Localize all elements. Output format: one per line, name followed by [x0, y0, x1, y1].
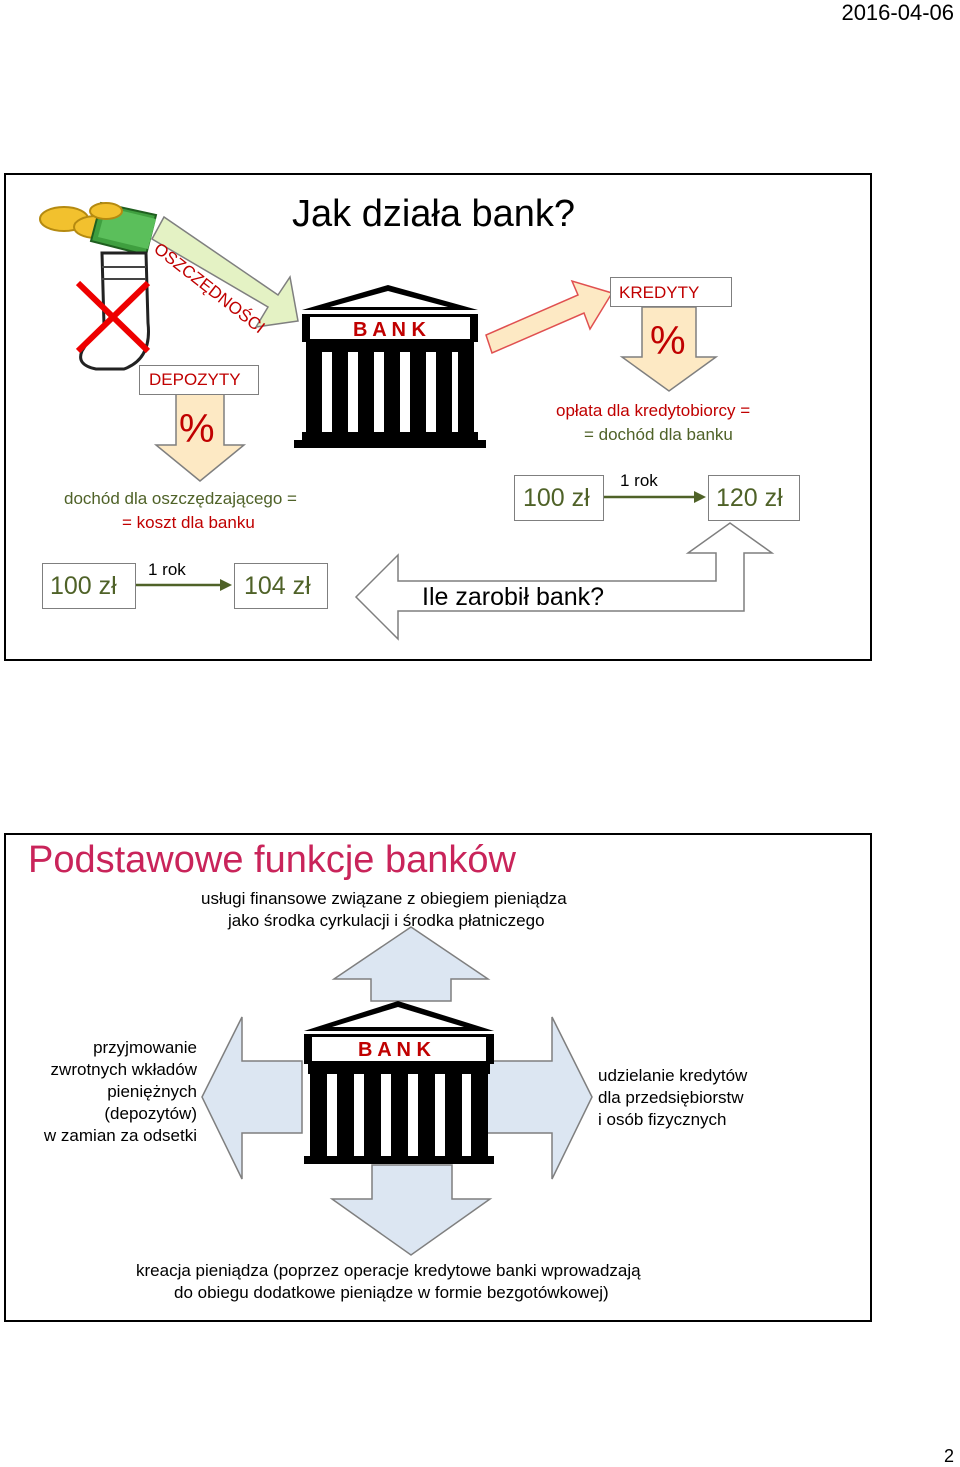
bank-label: B A N K: [358, 1039, 431, 1061]
right-arrow: [485, 1016, 593, 1180]
left-function-text: przyjmowanie zwrotnych wkładów pieniężny…: [6, 1037, 197, 1147]
left-function-line5: w zamian za odsetki: [43, 1126, 197, 1145]
credits-down-arrow: [619, 306, 719, 392]
money-icon: [39, 201, 158, 257]
down-arrow: [329, 1164, 493, 1256]
loan-end-amount: 120 zł: [716, 484, 783, 512]
bank-building-icon: [294, 285, 486, 448]
depositor-income-line2: = koszt dla banku: [122, 513, 255, 532]
right-function-text: udzielanie kredytów dla przedsiębiorstw …: [598, 1065, 747, 1131]
cross-icon: [75, 280, 151, 354]
profit-question: Ile zarobił bank?: [422, 583, 605, 611]
credits-box: KREDYTY: [610, 277, 732, 307]
profit-loop-arrow: [354, 522, 775, 641]
left-function-line4: (depozytów): [104, 1104, 197, 1123]
top-function-line1: usługi finansowe związane z obiegiem pie…: [201, 889, 567, 908]
deposit-start-box: 100 zł: [42, 563, 136, 609]
deposit-end-box: 104 zł: [234, 563, 328, 609]
left-function-line3: pieniężnych: [107, 1082, 197, 1101]
savings-arrow: [150, 215, 299, 328]
top-function-line2: jako środka cyrkulacji i środka płatnicz…: [228, 911, 545, 930]
credits-arrow: [485, 279, 614, 355]
deposit-start-amount: 100 zł: [50, 572, 117, 600]
slide2-graphics: [201, 926, 593, 1256]
bank-label: B A N K: [353, 319, 426, 341]
deposits-box: DEPOZYTY: [139, 365, 259, 395]
deposit-end-amount: 104 zł: [244, 572, 311, 600]
loan-end-box: 120 zł: [708, 475, 800, 521]
bottom-function-line1: kreacja pieniądza (poprzez operacje kred…: [136, 1261, 641, 1280]
right-function-line3: i osób fizycznych: [598, 1110, 727, 1129]
slide-how-bank-works: Jak działa bank? OSZCZĘDNOŚCI B A N K DE…: [4, 173, 872, 661]
deposits-down-arrow: [153, 392, 247, 482]
deposit-period: 1 rok: [148, 560, 186, 579]
slide1-title: Jak działa bank?: [292, 193, 576, 235]
deposit-year-arrow: [134, 579, 232, 591]
slide1-graphics: [39, 201, 775, 641]
deposits-percent: %: [179, 407, 215, 451]
deposits-label: DEPOZYTY: [149, 370, 241, 389]
loan-period: 1 rok: [620, 471, 658, 490]
loan-start-amount: 100 zł: [523, 484, 590, 512]
left-arrow: [201, 1016, 303, 1180]
sock-icon: [79, 251, 150, 371]
loan-year-arrow: [602, 491, 706, 503]
slide-basic-bank-functions: Podstawowe funkcje banków usługi finanso…: [4, 833, 872, 1322]
right-function-line2: dla przedsiębiorstw: [598, 1088, 744, 1107]
up-arrow: [331, 926, 491, 1002]
loan-start-box: 100 zł: [514, 475, 604, 521]
borrower-fee-line2: = dochód dla banku: [584, 425, 733, 444]
depositor-income-line1: dochód dla oszczędzającego =: [64, 489, 297, 508]
left-function-line1: przyjmowanie: [93, 1038, 197, 1057]
left-function-line2: zwrotnych wkładów: [50, 1060, 197, 1079]
credits-label: KREDYTY: [619, 283, 700, 302]
page-number: 2: [943, 1446, 954, 1466]
bank-building-icon: [304, 1001, 494, 1164]
right-function-line1: udzielanie kredytów: [598, 1066, 748, 1085]
credits-percent: %: [650, 319, 686, 363]
slide2-title: Podstawowe funkcje banków: [28, 839, 516, 881]
borrower-fee-line1: opłata dla kredytobiorcy =: [556, 401, 751, 420]
page-date: 2016-04-06: [841, 0, 954, 25]
bottom-function-line2: do obiegu dodatkowe pieniądze w formie b…: [174, 1283, 609, 1302]
